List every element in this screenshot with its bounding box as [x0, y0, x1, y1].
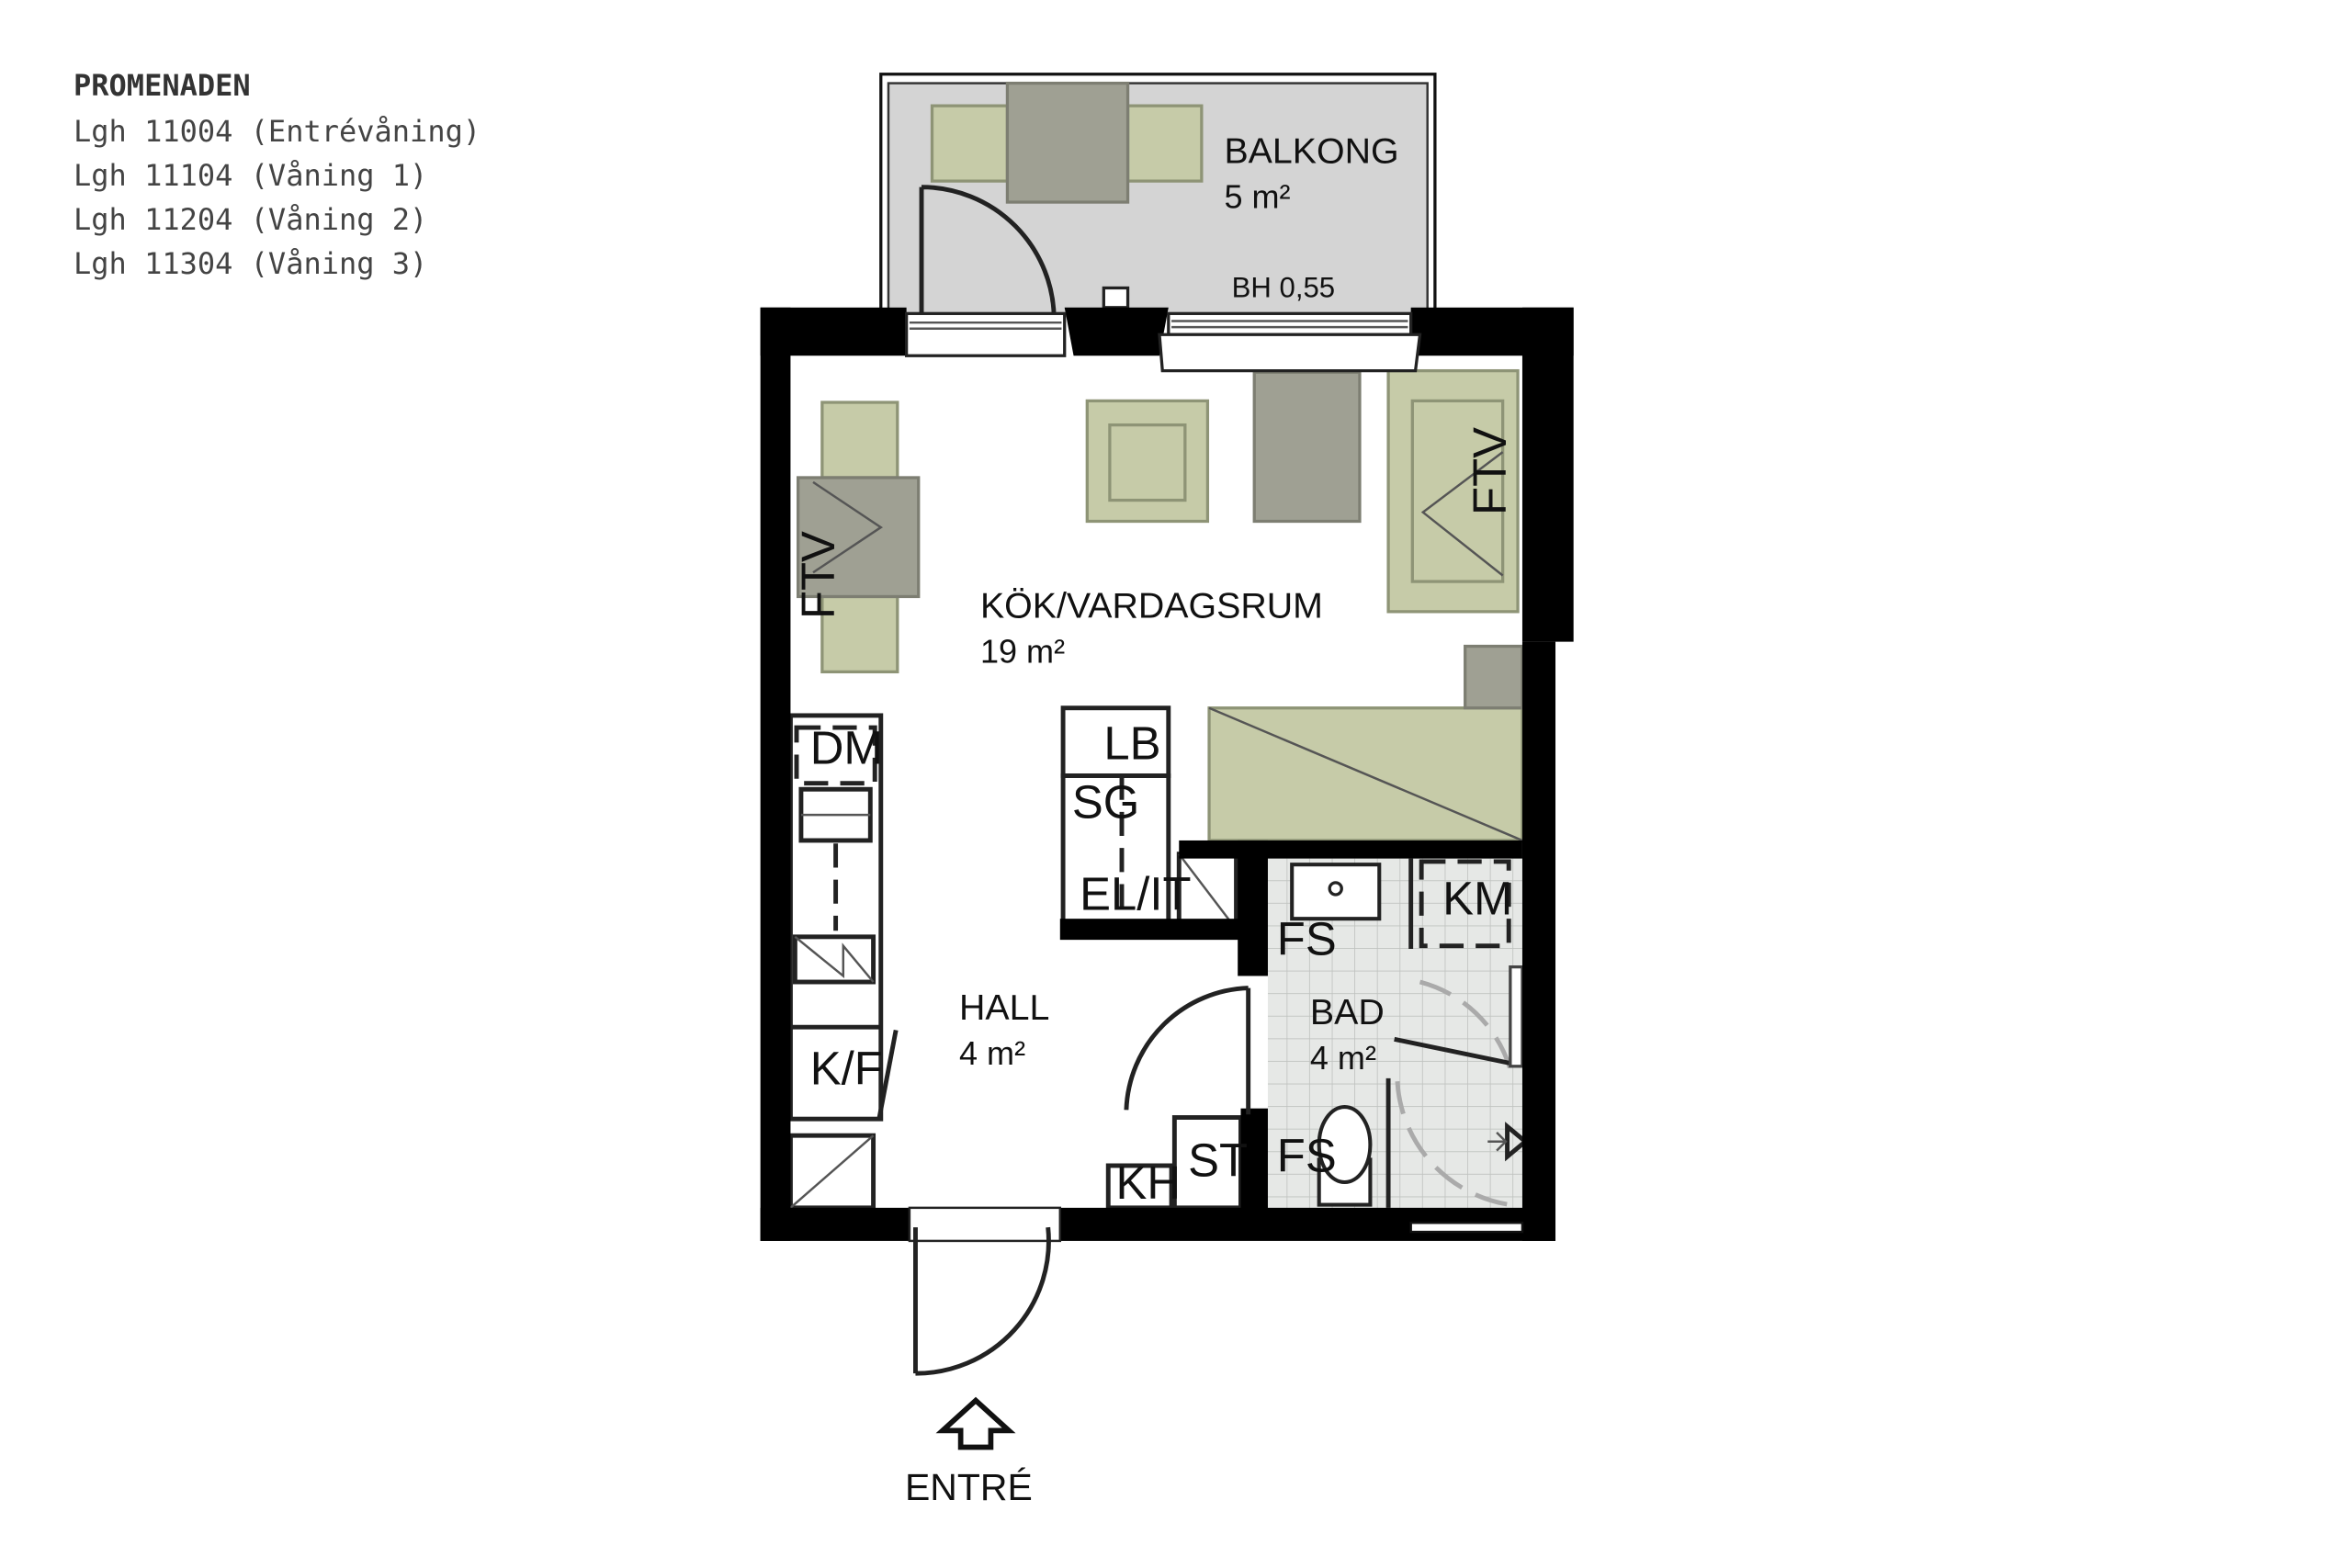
- balcony-area: 5 m²: [1224, 178, 1290, 216]
- ftv-left-symbol: [812, 480, 883, 574]
- kh-label: KH: [1115, 1156, 1181, 1209]
- living-area: 19 m²: [980, 633, 1065, 671]
- wall-bottom-left: [760, 1207, 910, 1241]
- towel-rail: [1509, 964, 1524, 1068]
- balcony-name: BALKONG: [1224, 130, 1398, 171]
- fs-lower-label: FS: [1277, 1130, 1337, 1182]
- nightstand: [1464, 644, 1524, 710]
- balcony-railing-height: BH 0,55: [1232, 271, 1335, 303]
- balcony-chair-left: [930, 104, 1010, 183]
- living-window-glass: [1171, 320, 1408, 329]
- dishwasher-box: [794, 725, 877, 786]
- balcony-door-frame: [904, 311, 1067, 357]
- ftv-right-label: FTV: [1464, 427, 1516, 515]
- sink-symbol: [794, 935, 875, 983]
- unit-line-4: Lgh 11304 (Våning 3): [74, 246, 428, 281]
- window-sill: [1158, 333, 1422, 373]
- wall-bath-bottom-window: [1409, 1222, 1524, 1234]
- wall-wardrobe-base: [1059, 919, 1249, 941]
- living-furniture: [796, 368, 1524, 842]
- entry-door-frame: [908, 1206, 1062, 1243]
- sofa-seat: [1410, 399, 1505, 583]
- coffee-table: [1252, 370, 1362, 524]
- balcony-door-glass: [909, 321, 1062, 330]
- balcony-table: [1005, 81, 1130, 204]
- washbasin-drain: [1328, 881, 1343, 897]
- lb-label: LB: [1103, 716, 1160, 769]
- wall-bath-top: [1179, 840, 1522, 859]
- ftv-right-symbol: [1420, 451, 1504, 577]
- hall-name: HALL: [959, 987, 1049, 1028]
- bath-area: 4 m²: [1310, 1039, 1376, 1077]
- armchair: [1085, 399, 1210, 524]
- dining-chair-top: [820, 400, 899, 479]
- dining-table: [796, 476, 921, 599]
- bath-name: BAD: [1310, 992, 1385, 1032]
- shower-drain-mark: [1487, 1132, 1508, 1152]
- unit-line-2: Lgh 11104 (Våning 1): [74, 158, 428, 193]
- km-label: KM: [1442, 872, 1512, 924]
- balcony-door-swing: [919, 185, 1057, 320]
- toilet-bowl: [1317, 1105, 1373, 1185]
- balcony-drain: [1102, 286, 1130, 310]
- project-name: PROMENADEN: [74, 68, 251, 103]
- ftv-left-label: FTV: [792, 531, 844, 619]
- shower-screen: [1394, 1036, 1511, 1066]
- wall-balcony-pier: [1064, 307, 1169, 356]
- entrance-label: ENTRÉ: [905, 1466, 1033, 1508]
- kh-box: [1105, 1163, 1174, 1211]
- wall-right-upper: [1521, 307, 1574, 642]
- washbasin: [1290, 863, 1382, 921]
- wall-left: [760, 307, 791, 1241]
- unit-line-1: Lgh 11004 (Entrévåning): [74, 114, 481, 149]
- fridge-door-line: [876, 1030, 899, 1118]
- kitchen-counter: [787, 713, 899, 1211]
- hall-area: 4 m²: [959, 1034, 1025, 1072]
- bed-line: [1208, 706, 1523, 842]
- balcony: [879, 73, 1437, 320]
- walls: [760, 307, 1574, 1241]
- living-window: [1167, 311, 1413, 336]
- openings: [904, 311, 1422, 1376]
- closet-diagonal: [789, 1134, 875, 1209]
- living-name: KÖK/VARDAGSRUM: [980, 585, 1323, 626]
- entrance-arrow-icon: [935, 1396, 1016, 1450]
- wall-bath-left-upper: [1238, 840, 1268, 976]
- shower-door-swing: [1395, 979, 1513, 1208]
- fs-upper-label: FS: [1277, 913, 1337, 965]
- wall-right-lower: [1521, 641, 1556, 1241]
- dm-label: DM: [810, 721, 883, 773]
- bath-door-swing: [1124, 986, 1251, 1115]
- st-label: ST: [1188, 1134, 1248, 1186]
- wall-bath-left-lower: [1240, 1108, 1268, 1212]
- washing-machine: [1419, 859, 1511, 949]
- elit-label: EL/IT: [1080, 867, 1191, 919]
- kf-label: K/F: [810, 1042, 883, 1094]
- bathroom-fixtures: [1290, 858, 1530, 1208]
- armchair-seat: [1108, 423, 1187, 502]
- shaft-diagonal: [1178, 852, 1238, 931]
- dining-chair-bottom: [820, 594, 899, 674]
- entry-door-swing: [913, 1226, 1051, 1376]
- unit-line-3: Lgh 11204 (Våning 2): [74, 202, 428, 237]
- sg-label: SG: [1072, 775, 1139, 828]
- sink-box: [792, 934, 876, 985]
- balcony-chair-right: [1125, 104, 1204, 183]
